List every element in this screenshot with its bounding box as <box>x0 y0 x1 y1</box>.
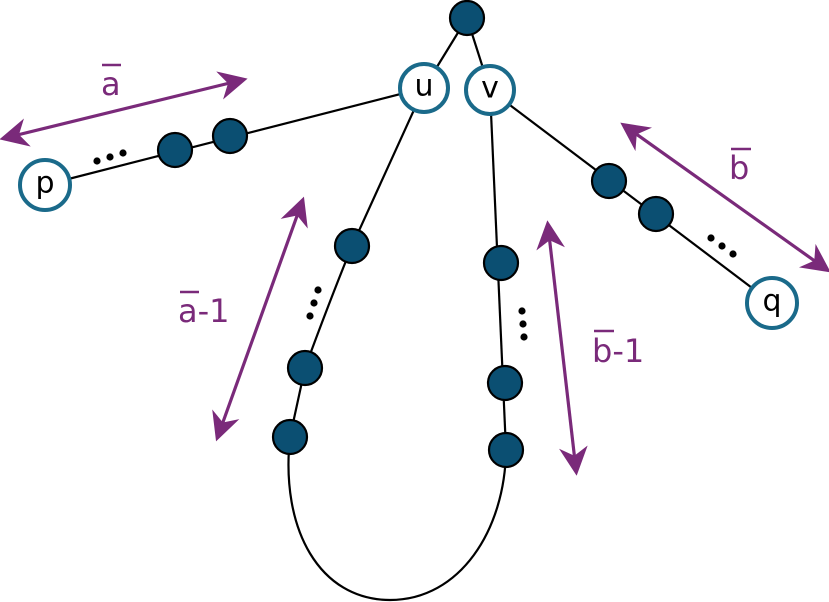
label-b-minus-1-text: b-1 <box>592 332 644 370</box>
node-path-a-1 <box>211 117 249 155</box>
node-q: q <box>745 276 799 330</box>
edge-cycle-bottom <box>287 436 508 602</box>
label-a-minus-1-text: a-1 <box>178 292 230 330</box>
node-v: v <box>464 64 516 116</box>
label-b-text: b <box>729 149 749 187</box>
node-p-circle <box>18 158 72 212</box>
node-v-label: v <box>481 71 499 106</box>
node-q-label: q <box>762 284 781 319</box>
node-cycle-left-1 <box>333 227 371 265</box>
node-root <box>448 0 486 37</box>
node-path-b-1 <box>590 162 628 200</box>
ellipsis-path-b <box>707 234 737 258</box>
ellipsis-cycle-right <box>518 307 528 341</box>
node-cycle-left-2 <box>286 349 324 387</box>
label-b: b <box>729 147 751 187</box>
arrow-a <box>0 71 248 147</box>
edge-v-path-b <box>489 89 773 304</box>
ellipsis-cycle-left <box>306 286 322 320</box>
label-a-minus-1: a-1 <box>178 290 230 330</box>
arrow-a-minus-1 <box>212 196 308 442</box>
arrow-b-minus-1 <box>536 220 588 476</box>
node-cycle-right-1 <box>482 244 520 282</box>
node-cycle-right-3 <box>487 431 525 469</box>
node-u-circle <box>398 62 450 114</box>
node-path-b-2 <box>637 195 675 233</box>
ellipsis-path-a <box>93 149 127 165</box>
node-u-label: u <box>414 69 433 104</box>
arrow-b <box>620 122 829 273</box>
node-cycle-left-3 <box>271 418 309 456</box>
node-u: u <box>398 62 450 114</box>
label-a: a <box>101 63 121 103</box>
label-b-minus-1: b-1 <box>592 329 644 370</box>
node-p-label: p <box>35 166 54 201</box>
node-cycle-right-2 <box>486 364 524 402</box>
node-p: p <box>18 158 72 212</box>
label-a-text: a <box>101 65 121 103</box>
node-path-a-2 <box>156 131 194 169</box>
node-q-circle <box>745 276 799 330</box>
node-v-circle <box>464 64 516 116</box>
